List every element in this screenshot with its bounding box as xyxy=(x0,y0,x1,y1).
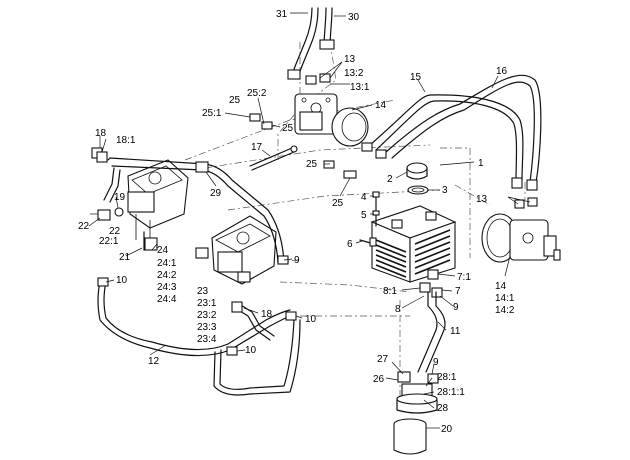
callout-9-b: 9 xyxy=(453,302,459,313)
callout-5: 5 xyxy=(361,210,367,221)
small-fittings xyxy=(91,147,289,341)
callout-31: 31 xyxy=(276,9,288,20)
callout-23-4: 23:4 xyxy=(197,334,217,345)
callout-18-b: 18 xyxy=(261,309,273,320)
callout-25-1: 25:1 xyxy=(202,108,222,119)
callout-15: 15 xyxy=(410,72,422,83)
callout-10-a: 10 xyxy=(116,275,128,286)
callout-24-2: 24:2 xyxy=(157,270,177,281)
callout-20: 20 xyxy=(441,424,453,435)
callout-2: 2 xyxy=(387,174,393,185)
callout-13-2-a: 13:2 xyxy=(344,68,364,79)
callout-17: 17 xyxy=(251,142,263,153)
callout-18-a: 18 xyxy=(95,128,107,139)
callout-9-c: 9 xyxy=(433,357,439,368)
callout-24-3: 24:3 xyxy=(157,282,177,293)
callout-labels: 31 30 13 13:2 13:1 15 16 25:2 25 25:1 25… xyxy=(78,9,515,435)
callout-28: 28 xyxy=(437,403,449,414)
filler-cap xyxy=(406,162,429,195)
callout-1: 1 xyxy=(478,158,484,169)
hose-15-16 xyxy=(361,74,542,191)
callout-23-3: 23:3 xyxy=(197,322,217,333)
hydraulic-motor-top xyxy=(294,73,369,147)
hydraulic-motor-right xyxy=(481,197,561,263)
callout-13-b: 13 xyxy=(476,194,488,205)
callout-24-4: 24:4 xyxy=(157,294,177,305)
callout-16: 16 xyxy=(496,66,508,77)
callout-22-a: 22 xyxy=(78,221,90,232)
callout-9-a: 9 xyxy=(294,255,300,266)
callout-19: 19 xyxy=(114,192,126,203)
callout-18-1: 18:1 xyxy=(116,135,136,146)
callout-23-2: 23:2 xyxy=(197,310,217,321)
callout-25-b: 25 xyxy=(282,123,294,134)
callout-28-1-1: 28:1:1 xyxy=(437,387,465,398)
callout-28-1: 28:1 xyxy=(437,372,457,383)
callout-24: 24 xyxy=(157,245,169,256)
pump-24 xyxy=(127,159,189,251)
callout-6: 6 xyxy=(347,239,353,250)
callout-7-1: 7:1 xyxy=(457,272,471,283)
callout-13-1-a: 13:1 xyxy=(350,82,370,93)
callout-10-c: 10 xyxy=(245,345,257,356)
callout-23-1: 23:1 xyxy=(197,298,217,309)
callout-21: 21 xyxy=(119,252,131,263)
callout-8-1: 8:1 xyxy=(383,286,397,297)
fittings-25 xyxy=(249,113,357,179)
callout-11: 11 xyxy=(450,326,461,337)
callout-3: 3 xyxy=(442,185,448,196)
hose-30-31 xyxy=(287,7,335,80)
callout-7: 7 xyxy=(455,286,461,297)
callout-13-a: 13 xyxy=(344,54,356,65)
callout-8: 8 xyxy=(395,304,401,315)
filter-assembly xyxy=(393,371,439,455)
callout-25-c: 25 xyxy=(306,159,318,170)
callout-25-a: 25 xyxy=(229,95,241,106)
callout-24-1: 24:1 xyxy=(157,258,177,269)
reservoir-fins xyxy=(375,229,451,278)
pump-23 xyxy=(211,215,277,285)
callout-12: 12 xyxy=(148,356,160,367)
callout-14-b: 14 xyxy=(495,281,507,292)
leader-lines xyxy=(88,12,531,429)
bolts-4-5-6 xyxy=(359,191,380,247)
callout-25-2: 25:2 xyxy=(247,88,267,99)
callout-30: 30 xyxy=(348,12,360,23)
callout-27: 27 xyxy=(377,354,389,365)
callout-22-1: 22:1 xyxy=(99,236,119,247)
oil-reservoir xyxy=(370,205,457,283)
callout-4: 4 xyxy=(361,192,367,203)
callout-14-1: 14:1 xyxy=(495,293,515,304)
callout-25-d: 25 xyxy=(332,198,344,209)
callout-14-2: 14:2 xyxy=(495,305,515,316)
callout-26: 26 xyxy=(373,374,385,385)
callout-22-b: 22 xyxy=(109,226,121,237)
hose-29-loop xyxy=(103,157,285,263)
callout-29: 29 xyxy=(210,188,222,199)
rod-17 xyxy=(249,145,298,171)
callout-23: 23 xyxy=(197,286,209,297)
callout-10-b: 10 xyxy=(305,314,317,325)
hose-11 xyxy=(417,269,446,373)
callout-14-a: 14 xyxy=(375,100,387,111)
